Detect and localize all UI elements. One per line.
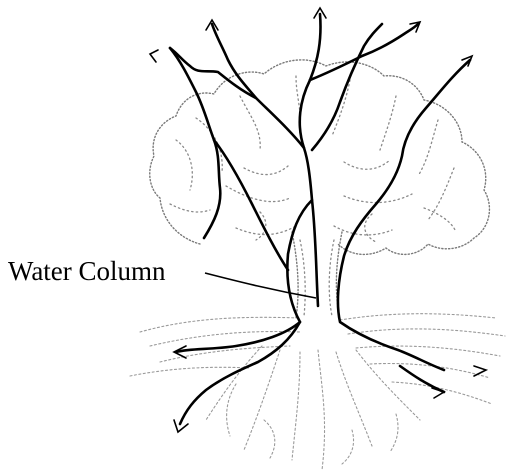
water-path-left-trunk-inner [214,140,288,270]
water-path-right-trunk [338,60,470,370]
water-transport-paths [170,14,470,424]
water-path-right-upper-branch [310,24,418,80]
water-path-mid-left-branch [170,48,220,238]
arrow-tip-far-left [150,50,158,62]
water-path-lower-left-root [180,322,300,424]
water-column-label-group: Water Column [8,256,316,298]
water-path-center-right-branch [312,24,382,150]
water-path-main-trunk [300,14,321,306]
soil-and-roots [130,314,505,470]
water-column-label: Water Column [8,256,166,286]
label-leader-line [205,273,316,298]
water-path-left-trunk [176,200,312,352]
water-path-left-upper-branch [212,24,304,148]
tree-crown-outline [150,60,490,255]
arrow-root-right [474,366,486,376]
